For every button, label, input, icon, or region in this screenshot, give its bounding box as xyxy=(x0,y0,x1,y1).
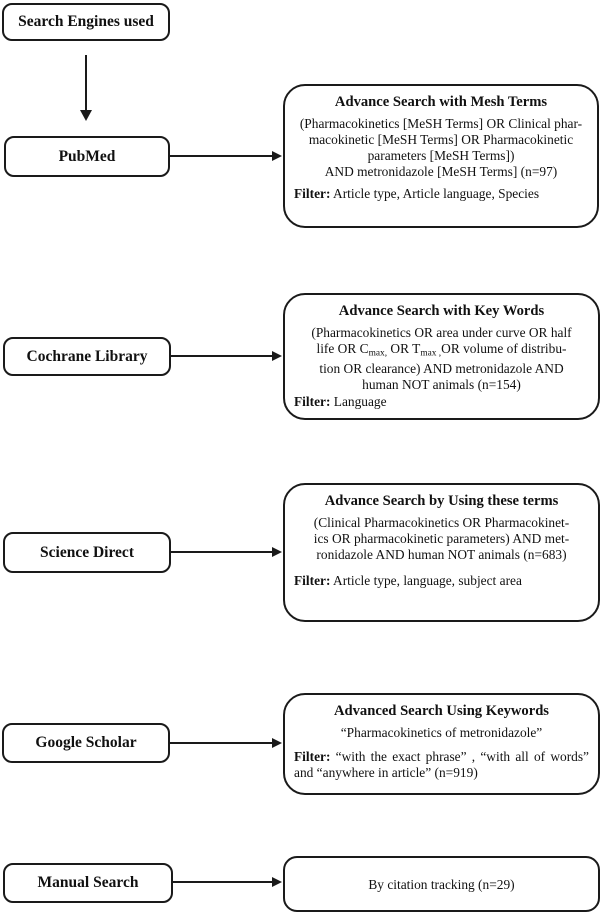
detail-box-citation-tracking: By citation tracking (n=29) xyxy=(283,856,600,912)
detail-body-line: tion OR clearance) AND metronidazole AND xyxy=(319,361,564,377)
box-search-engines-used: Search Engines used xyxy=(2,3,170,41)
box-pubmed: PubMed xyxy=(4,136,170,177)
arrow-shaft xyxy=(171,355,272,357)
detail-body: (Clinical Pharmacokinetics OR Pharmacoki… xyxy=(294,515,589,563)
arrow-head xyxy=(80,110,92,121)
filter-text: Article type, language, subject area xyxy=(330,573,522,588)
detail-body-line: (Pharmacokinetics [MeSH Terms] OR Clinic… xyxy=(299,116,583,131)
detail-filter: Filter: Article type, language, subject … xyxy=(294,573,589,589)
source-label: Science Direct xyxy=(40,543,134,561)
filter-label: Filter: xyxy=(294,186,331,201)
detail-body-line: ics OR pharmacokinetic parameters) AND m… xyxy=(313,531,570,546)
arrow-shaft xyxy=(171,551,272,553)
arrow-right-icon xyxy=(171,546,282,558)
detail-box-key-words: Advance Search with Key Words (Pharmacok… xyxy=(283,293,600,420)
detail-body-line: parameters [MeSH Terms]) xyxy=(367,148,515,163)
detail-body-line: life OR Cmax, OR Tmax ,OR volume of dist… xyxy=(316,341,567,359)
detail-body: “Pharmacokinetics of metronidazole” xyxy=(294,725,589,741)
source-label: Cochrane Library xyxy=(26,347,148,365)
box-cochrane-library: Cochrane Library xyxy=(3,337,171,376)
arrow-right-icon xyxy=(173,876,282,888)
detail-filter: Filter: “with the exact phrase” , “with … xyxy=(294,749,589,781)
detail-title: Advanced Search Using Keywords xyxy=(333,703,549,719)
arrow-right-icon xyxy=(170,737,282,749)
arrow-down-icon xyxy=(79,55,93,121)
arrow-shaft xyxy=(173,881,272,883)
detail-text: By citation tracking (n=29) xyxy=(368,877,515,892)
arrow-right-icon xyxy=(170,150,282,162)
detail-body-line: (Clinical Pharmacokinetics OR Pharmacoki… xyxy=(313,515,570,530)
detail-body-line: AND metronidazole [MeSH Terms] (n=97) xyxy=(324,164,558,179)
arrow-head xyxy=(272,877,282,887)
box-science-direct: Science Direct xyxy=(3,532,171,573)
arrow-head xyxy=(272,738,282,748)
detail-body: (Pharmacokinetics [MeSH Terms] OR Clinic… xyxy=(294,116,588,180)
arrow-head xyxy=(272,547,282,557)
detail-title: Advance Search by Using these terms xyxy=(324,493,559,509)
detail-body-line: (Pharmacokinetics OR area under curve OR… xyxy=(311,325,572,340)
detail-body: (Pharmacokinetics OR area under curve OR… xyxy=(294,325,589,393)
detail-box-these-terms: Advance Search by Using these terms (Cli… xyxy=(283,483,600,622)
detail-body-line: “Pharmacokinetics of metronidazole” xyxy=(340,725,543,740)
source-label: PubMed xyxy=(58,147,116,165)
filter-text: Language xyxy=(330,394,387,410)
arrow-head xyxy=(272,351,282,361)
detail-title: Advance Search with Key Words xyxy=(338,303,545,319)
box-manual-search: Manual Search xyxy=(3,863,173,903)
filter-label: Filter: xyxy=(294,394,331,410)
detail-filter: Filter: Language xyxy=(294,394,589,410)
detail-title: Advance Search with Mesh Terms xyxy=(334,94,548,110)
arrow-right-icon xyxy=(171,350,282,362)
filter-text: “with the exact phrase” , “with all of w… xyxy=(294,749,589,780)
filter-text: Article type, Article language, Species xyxy=(330,186,540,201)
detail-body-line: ronidazole AND human NOT animals (n=683) xyxy=(316,547,567,562)
detail-filter: Filter: Article type, Article language, … xyxy=(294,186,588,202)
detail-box-mesh-terms: Advance Search with Mesh Terms (Pharmaco… xyxy=(283,84,599,228)
arrow-shaft xyxy=(170,742,272,744)
box-google-scholar: Google Scholar xyxy=(2,723,170,763)
arrow-head xyxy=(272,151,282,161)
arrow-shaft xyxy=(170,155,272,157)
detail-box-keywords: Advanced Search Using Keywords “Pharmaco… xyxy=(283,693,600,795)
source-label: Google Scholar xyxy=(35,734,137,751)
detail-body-line: human NOT animals (n=154) xyxy=(362,377,521,393)
header-label: Search Engines used xyxy=(18,13,154,30)
detail-body-line: macokinetic [MeSH Terms] OR Pharmacokine… xyxy=(308,132,574,147)
arrow-shaft xyxy=(85,55,87,110)
filter-label: Filter: xyxy=(294,573,331,588)
source-label: Manual Search xyxy=(37,874,139,891)
filter-label: Filter: xyxy=(294,749,331,764)
